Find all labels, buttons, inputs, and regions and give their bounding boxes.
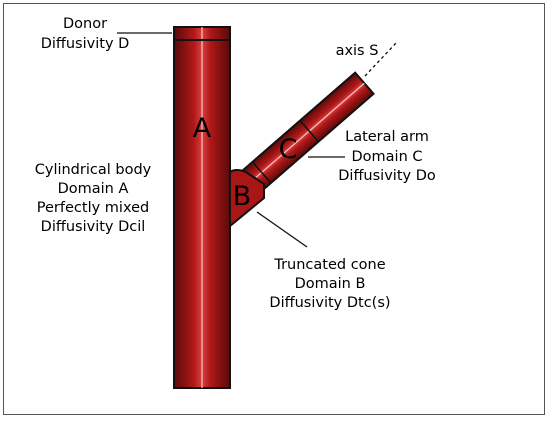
cylinder-label-line4: Diffusivity Dcil [41, 219, 146, 235]
cone-label-line1: Truncated cone [273, 257, 385, 273]
domain-b-letter: B [233, 181, 252, 212]
cylinder-label-line1: Cylindrical body [35, 162, 152, 178]
cylinder-label-line3: Perfectly mixed [37, 200, 149, 216]
donor-label-line2: Diffusivity D [41, 36, 130, 52]
truncated-cone [229, 169, 265, 229]
cylinder-label-line2: Domain A [58, 181, 129, 197]
cone-boundary-line [251, 161, 272, 184]
figure-frame [3, 3, 545, 415]
cone-label-line2: Domain B [295, 276, 366, 292]
domain-c-letter: C [279, 134, 298, 165]
lateral-label-line2: Domain C [352, 149, 423, 165]
domain-a-letter: A [193, 113, 212, 144]
axis-s-label: axis S [336, 43, 379, 59]
axis-s-dashed-line [364, 42, 397, 77]
lateral-label-line3: Diffusivity Do [338, 168, 436, 184]
donor-label-line1: Donor [63, 16, 107, 32]
lateral-label-line1: Lateral arm [345, 129, 429, 145]
cone-label-line3: Diffusivity Dtc(s) [269, 295, 390, 311]
cone-leader-line [256, 211, 308, 248]
arm-segment-line [299, 120, 319, 143]
